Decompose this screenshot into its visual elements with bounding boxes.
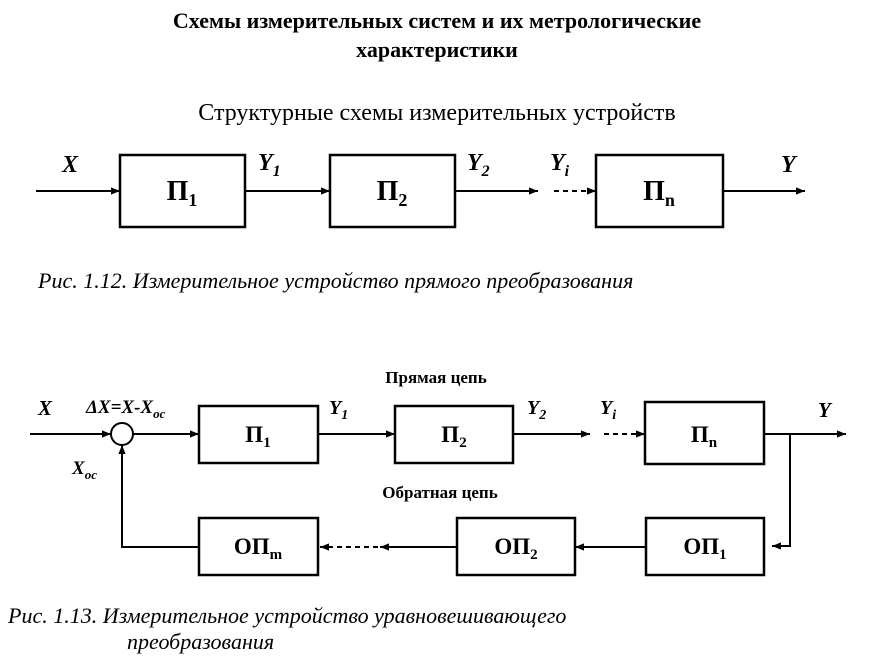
d2-input-label: X [37,396,53,420]
figure-caption-1-13-line1: Рис. 1.13. Измерительное устройство урав… [8,603,567,628]
d1-input-label: X [61,152,79,178]
title-line-2: характеристики [356,37,518,62]
figure-caption-1-12: Рис. 1.12. Измерительное устройство прям… [38,268,634,293]
figure-caption-1-13-line2: преобразования [127,629,275,654]
d2-signal-yi: Yi [600,397,616,423]
d1-block-pn-label: Пn [643,176,675,210]
d1-block-p1-label: П1 [167,176,198,210]
figure-caption-1-13: Рис. 1.13. Измерительное устройство урав… [8,603,566,655]
d2-feedback-signal-label: Xос [71,458,97,482]
d2-block-op1-label: ОП1 [683,534,726,563]
d2-feedback-return [118,445,199,548]
d2-feedback-chain-title: Обратная цепь [382,483,497,502]
d1-block-p2-label: П2 [377,176,408,210]
d2-block-pn-label: Пn [691,422,718,451]
d2-block-op1 [644,516,766,577]
d1-block-p2 [328,153,457,229]
d2-block-p1-label: П1 [245,422,270,451]
section-subtitle: Структурные схемы измерительных устройст… [198,100,676,126]
d2-block-opm [197,516,320,577]
diagram-direct-conversion: X П1 Y1 П2 Y2 Yi Пn Y [36,150,805,229]
d2-feedback-branch [772,434,791,550]
d2-signal-y2: Y2 [527,397,546,423]
d2-block-op2-label: ОП2 [494,534,537,563]
d2-block-p2 [393,404,515,465]
d1-signal-yi: Yi [550,150,570,180]
d2-signal-y1: Y1 [329,397,348,423]
d2-block-opm-label: ОПm [234,534,283,563]
d1-output-label: Y [781,152,798,178]
d2-block-p2-label: П2 [441,422,466,451]
d1-signal-y2: Y2 [467,150,490,180]
d2-output-label: Y [818,398,833,422]
diagram-balancing-conversion: Прямая цепь Обратная цепь X ΔX=X-Xос Xос… [30,368,846,577]
title-line-1: Схемы измерительных систем и их метролог… [172,8,702,33]
d2-delta-label: ΔX=X-Xос [85,397,166,421]
d1-block-pn [594,153,725,229]
d2-summing-junction [110,422,134,446]
d2-block-pn [643,400,766,466]
d1-signal-y1: Y1 [258,150,281,180]
page-title: Схемы измерительных систем и их метролог… [0,6,874,64]
d2-block-op2 [455,516,577,577]
d2-forward-chain-title: Прямая цепь [385,368,486,387]
